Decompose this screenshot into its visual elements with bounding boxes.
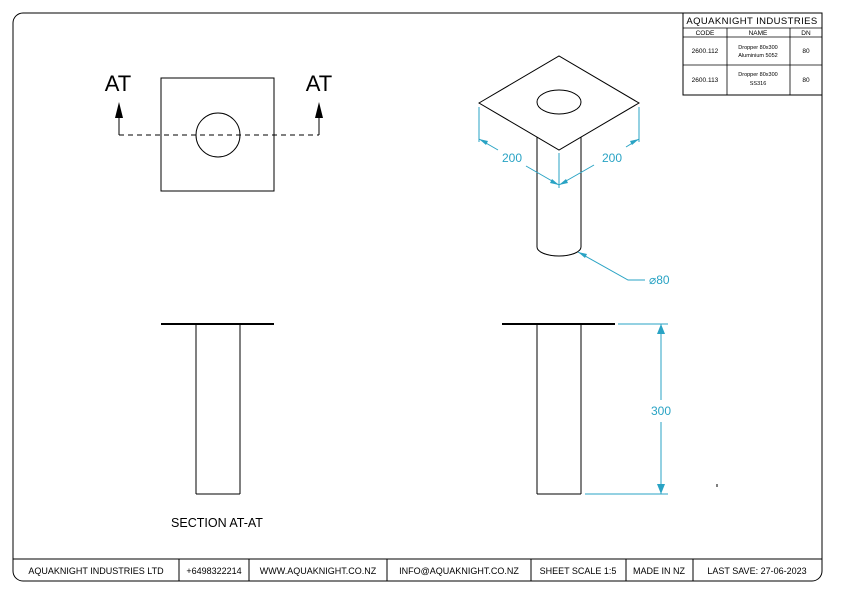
isometric-hole [536,89,582,115]
part-name-1-line2: Aluminium 5052 [738,53,777,59]
footer-scale: SHEET SCALE 1:5 [540,566,617,576]
dim-width-right: 200 [602,151,622,165]
front-view [502,323,615,495]
part-name-2-line1: Dropper 80x300 [738,72,777,78]
isometric-view [478,55,640,257]
section-caption: SECTION AT-AT [171,516,263,530]
footer-website: WWW.AQUAKNIGHT.CO.NZ [260,566,377,576]
title-block-col-dn: DN [801,30,811,37]
title-block-company: AQUAKNIGHT INDUSTRIES [686,16,817,27]
footer-company: AQUAKNIGHT INDUSTRIES LTD [28,566,164,576]
section-marker-right: AT [306,71,332,96]
footer-phone: +6498322214 [186,566,241,576]
dim-height: 300 [651,404,671,418]
dim-diameter: ⌀80 [649,273,670,287]
sheet-border [12,12,823,582]
title-block-col-code: CODE [696,30,715,37]
footer-email: INFO@AQUAKNIGHT.CO.NZ [399,566,519,576]
dim-width-left: 200 [502,151,522,165]
footer-last-save: LAST SAVE: 27-06-2023 [707,566,806,576]
footer-bar [13,558,822,581]
section-arrow-left [115,102,123,118]
section-arrow-right [315,102,323,118]
part-code-2: 2600.113 [692,77,719,84]
title-block-col-name: NAME [749,30,768,37]
isometric-dimensions [478,107,645,281]
part-code-1: 2600.112 [692,48,719,55]
footer-text: AQUAKNIGHT INDUSTRIES LTD +6498322214 WW… [28,566,806,576]
height-dimension [585,323,668,495]
part-name-1-line1: Dropper 80x300 [738,45,777,51]
title-block: AQUAKNIGHT INDUSTRIES CODE NAME DN 2600.… [682,12,823,96]
section-marker-left: AT [105,71,131,96]
part-dn-2: 80 [802,77,810,84]
top-view [115,77,323,192]
part-name-2-line2: SS316 [750,81,767,87]
part-dn-1: 80 [802,48,810,55]
footer-origin: MADE IN NZ [633,566,686,576]
section-view [161,323,274,495]
tube-bottom-edge [536,246,582,257]
